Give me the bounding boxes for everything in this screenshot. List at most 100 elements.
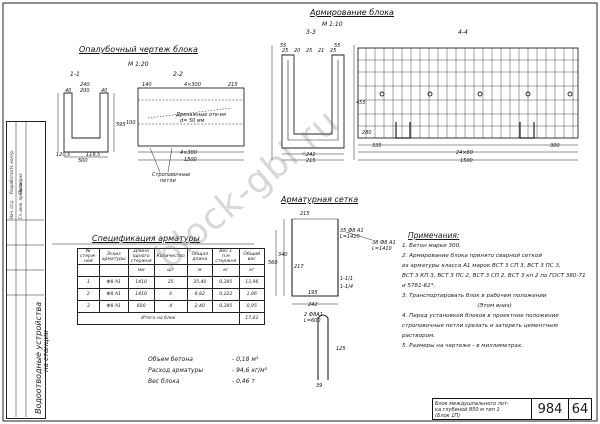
dim-140: 140 bbox=[142, 82, 152, 88]
bar-2-length: L=1410 bbox=[372, 246, 392, 252]
side-title-2: на станции bbox=[42, 330, 50, 372]
spec-unit: мм bbox=[127, 264, 155, 277]
dim-40-left: 40 bbox=[65, 88, 72, 94]
table-row: 1 Ф8 А1 1410 25 35,40 0,395 13,96 bbox=[77, 276, 265, 289]
formwork-title: Опалубочный чертеж блока bbox=[79, 45, 198, 54]
dim-mesh-242: 242 bbox=[308, 302, 318, 308]
side-role-5: Н. контр. bbox=[9, 149, 14, 169]
spec-cell: 4 bbox=[153, 300, 188, 313]
bar-3-length: L=600 bbox=[304, 318, 321, 324]
mesh-title: Арматурная сетка bbox=[281, 195, 359, 204]
drain-diameter: d= 50 мм bbox=[180, 118, 205, 124]
dim-100: 100 bbox=[126, 120, 136, 126]
stamp-name-line: Блок междушпального лот- bbox=[435, 401, 509, 407]
spec-header: № стерж-ней bbox=[77, 248, 100, 265]
dim-215: 215 bbox=[228, 82, 238, 88]
dim-20: 20 bbox=[294, 48, 301, 54]
side-role-4: Проверил bbox=[18, 173, 23, 194]
spec-cell: 0,222 bbox=[211, 288, 240, 301]
section-label-4-4: 4-4 bbox=[458, 29, 468, 36]
section-1-1-outline bbox=[57, 92, 115, 158]
dim-25-b: 25 bbox=[306, 48, 313, 54]
table-row: 2 Ф8 А1 1410 6 8,82 0,222 1,96 bbox=[77, 288, 265, 301]
bar-1-length: L=1410 bbox=[340, 234, 360, 240]
table-row: 3 Ф8 А1 600 4 2,40 0,395 0,95 bbox=[77, 300, 265, 313]
spec-cell: 13,96 bbox=[238, 276, 265, 289]
title-stamp: Блок междушпального лот- ка глубиной 850… bbox=[432, 398, 592, 420]
dim-bar-39: 39 bbox=[316, 383, 323, 389]
dim-mesh-560: 560 bbox=[268, 260, 278, 266]
totals-value: - 94,6 кг/м³ bbox=[232, 367, 268, 374]
spec-title: Спецификация арматуры bbox=[92, 234, 200, 243]
totals-row: Объем бетона - 0,18 м³ bbox=[148, 354, 272, 365]
totals-label: Вес блока bbox=[148, 378, 180, 385]
spec-cell: 6 bbox=[153, 288, 188, 301]
notes-title: Примечания: bbox=[408, 231, 460, 240]
dim-1500-b: 1500 bbox=[460, 158, 473, 164]
note-line: 4. Перед установкой блоков в проектное п… bbox=[402, 313, 559, 319]
bar-1-label: 35 Ф8 А1 bbox=[340, 228, 364, 234]
dim-bar-125: 125 bbox=[336, 346, 346, 352]
formwork-scale: М 1:20 bbox=[128, 61, 149, 68]
loop-label: Строповочные bbox=[152, 172, 191, 178]
reinforcement-title: Армирование блока bbox=[310, 8, 394, 17]
spec-cell: Ф8 А1 bbox=[98, 300, 129, 313]
notes-block: Примечания: 1. Бетон марки 300. 2. Армир… bbox=[402, 231, 587, 351]
mesh-outline bbox=[275, 218, 373, 380]
spec-cell: 0,95 bbox=[238, 300, 265, 313]
drain-label: Дренажные отв-ия bbox=[176, 112, 226, 118]
spec-cell: 3 bbox=[77, 300, 100, 313]
spec-cell: 1410 bbox=[127, 288, 155, 301]
totals-value: - 0,18 м³ bbox=[232, 356, 259, 363]
side-role-3: Разработал bbox=[9, 169, 14, 194]
dim-455: 455 bbox=[356, 100, 366, 106]
spec-cell: 0,395 bbox=[211, 300, 240, 313]
spec-total-row: Итого на блок 17,02 bbox=[77, 312, 265, 325]
spec-cell: 1410 bbox=[127, 276, 155, 289]
spec-unit bbox=[77, 264, 100, 277]
note-line: раствором. bbox=[402, 333, 436, 339]
spec-unit bbox=[98, 264, 129, 277]
totals-block: Объем бетона - 0,18 м³ Расход арматуры -… bbox=[148, 354, 272, 387]
dim-200: 200 bbox=[80, 88, 90, 94]
section-3-3-outline bbox=[271, 45, 355, 161]
spec-cell: 2,40 bbox=[186, 300, 213, 313]
note-line: из арматуры класса А1 марок ВСТ 3 СП 3, … bbox=[402, 263, 561, 269]
section-2-2-outline bbox=[137, 87, 245, 173]
spec-unit: м bbox=[186, 264, 213, 277]
dim-25-c: 25 bbox=[330, 48, 337, 54]
note-line: 1. Бетон марки 300. bbox=[402, 243, 461, 249]
spec-cell: 2 bbox=[77, 288, 100, 301]
totals-label: Расход арматуры bbox=[148, 367, 204, 374]
section-4-4-outline bbox=[357, 47, 579, 161]
dim-4x300: 4×300 bbox=[184, 82, 201, 88]
spec-cell: 8,82 bbox=[186, 288, 213, 301]
dim-500: 500 bbox=[78, 158, 88, 164]
spec-cell: Ф8 А1 bbox=[98, 276, 129, 289]
spec-unit: кг bbox=[238, 264, 265, 277]
spec-units-row: мм шт м кг кг bbox=[77, 264, 265, 277]
totals-row: Вес блока - 0,46 т bbox=[148, 376, 272, 387]
totals-value: - 0,46 т bbox=[232, 378, 255, 385]
spec-total-label: Итого на блок bbox=[77, 312, 240, 325]
spec-header: Эскиз арматуры bbox=[98, 248, 129, 265]
spec-cell: 25 bbox=[153, 276, 188, 289]
section-label-2-2: 2-2 bbox=[173, 71, 183, 78]
spec-header: Длина одного стержня bbox=[127, 248, 155, 265]
dim-mesh-215: 215 bbox=[300, 211, 310, 217]
mesh-cut: 1-1/4 bbox=[340, 284, 354, 290]
dim-25-a: 25 bbox=[282, 48, 289, 54]
dim-24x60: 24×60 bbox=[456, 150, 473, 156]
note-line: 3. Транспортировать блок в рабочем полож… bbox=[402, 293, 547, 299]
spec-cell: 1,96 bbox=[238, 288, 265, 301]
note-line: строповочные петли срезать и затереть це… bbox=[402, 323, 558, 329]
spec-header: Общий вес bbox=[238, 248, 265, 265]
spec-cell: 35,40 bbox=[186, 276, 213, 289]
totals-row: Расход арматуры - 94,6 кг/м³ bbox=[148, 365, 272, 376]
dim-21: 21 bbox=[318, 48, 325, 54]
dim-55-b: 55 bbox=[334, 43, 341, 49]
dim-1500: 1500 bbox=[184, 157, 197, 163]
spec-total-value: 17,02 bbox=[238, 312, 265, 325]
stamp-name-line: (Блок 1П) bbox=[435, 413, 461, 419]
